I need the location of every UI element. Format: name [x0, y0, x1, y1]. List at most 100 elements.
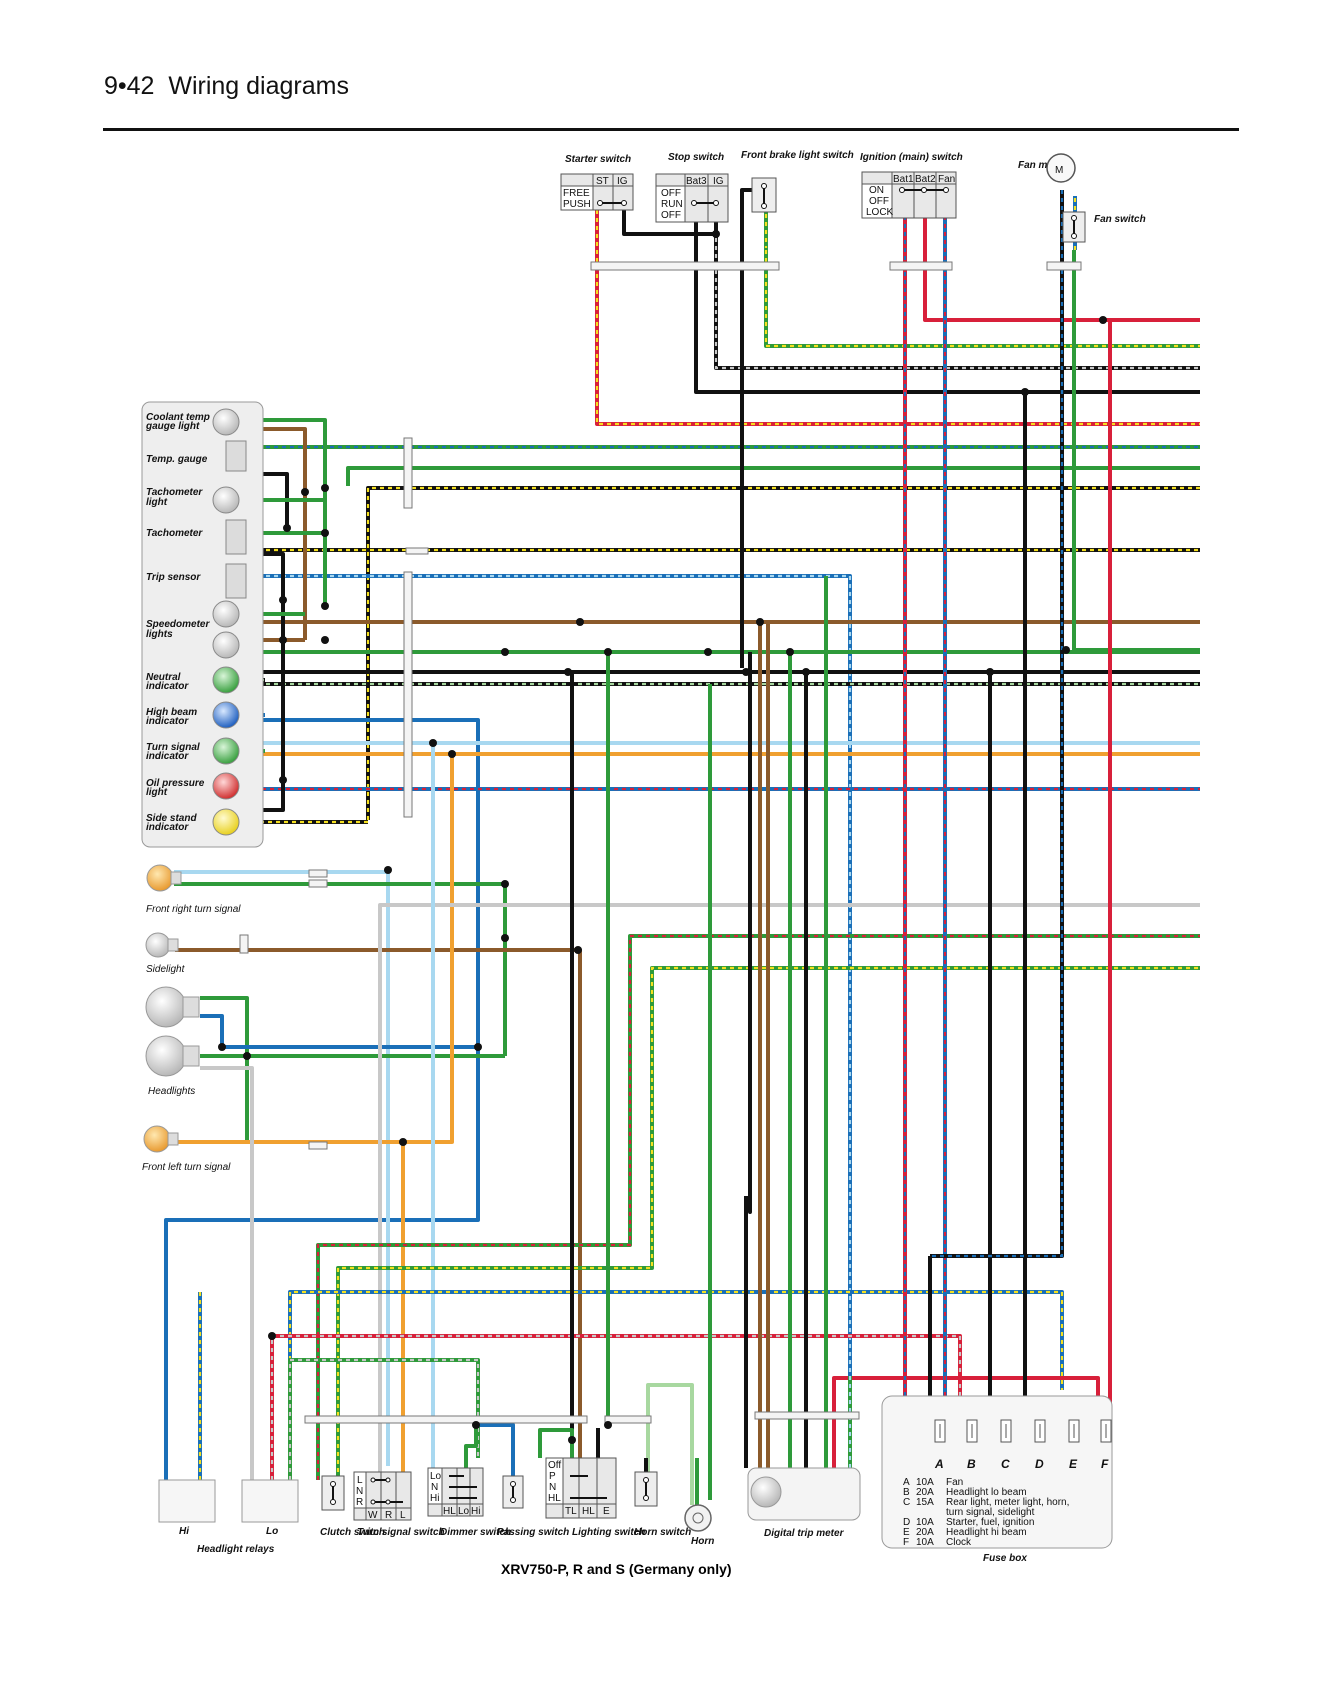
svg-text:Hi: Hi [430, 1493, 439, 1504]
fuse-letter: D [1035, 1457, 1044, 1471]
svg-text:Fan: Fan [938, 174, 955, 185]
instrument-label: Trip sensor [146, 572, 201, 583]
wire-tracer [595, 210, 1200, 426]
svg-text:OFF: OFF [869, 196, 889, 207]
wire-tracer [288, 1290, 1064, 1480]
fan-switch: Fan switch [1062, 211, 1146, 243]
svg-text:Clutch switch: Clutch switch [320, 1527, 385, 1538]
svg-text:Lo: Lo [430, 1471, 442, 1482]
svg-text:OFF: OFF [661, 210, 681, 221]
svg-text:Sidelight: Sidelight [146, 964, 186, 975]
svg-text:P: P [549, 1471, 556, 1482]
clutch-switch: Clutch switch [320, 1475, 385, 1538]
instrument-label: Neutral [146, 672, 181, 683]
wire [378, 903, 1200, 1480]
fan-motor: Fan motor M [1018, 153, 1076, 183]
svg-text:Dimmer switch: Dimmer switch [440, 1527, 511, 1538]
headlight-relays: Hi Lo Headlight relays [158, 1479, 299, 1555]
fuse-id: F [903, 1537, 909, 1548]
instrument-label: Speedometer [146, 619, 210, 630]
fuse-circuit: Starter, fuel, ignition [946, 1517, 1034, 1528]
svg-text:Passing switch: Passing switch [497, 1527, 569, 1538]
starter-switch: Starter switch ST IG FREE PUSH [560, 154, 634, 211]
svg-text:TL: TL [565, 1506, 577, 1517]
svg-text:Horn switch: Horn switch [634, 1527, 691, 1538]
svg-text:Digital trip meter: Digital trip meter [764, 1528, 845, 1539]
instrument-label: Coolant temp [146, 412, 210, 423]
fuse-rating: 15A [916, 1497, 934, 1508]
wire [200, 1014, 478, 1049]
svg-text:Ignition (main) switch: Ignition (main) switch [860, 152, 963, 163]
page-header: 9•42 Wiring diagrams [104, 72, 349, 101]
svg-text:Off: Off [548, 1460, 561, 1471]
wire [175, 948, 582, 1458]
wire-tracer [930, 190, 1064, 1258]
svg-text:Bat2: Bat2 [915, 174, 936, 185]
svg-text:M: M [1055, 165, 1063, 176]
fuse-letter: C [1001, 1457, 1010, 1471]
junction-dots [218, 214, 1107, 1444]
svg-text:Front left turn signal: Front left turn signal [142, 1162, 231, 1173]
wire-tracer [336, 966, 1200, 1480]
fuse-id: E [903, 1527, 910, 1538]
diagram-caption: XRV750-P, R and S (Germany only) [501, 1561, 732, 1577]
svg-text:Headlight relays: Headlight relays [197, 1544, 275, 1555]
instrument-label-line2: indicator [146, 681, 189, 692]
svg-text:W: W [368, 1510, 378, 1521]
svg-text:N: N [431, 1482, 438, 1493]
instrument-label: Tachometer [146, 528, 203, 539]
lighting-switch: Off P N HL TL HL E Lighting switch [545, 1457, 645, 1538]
fuse-circuit: Fan [946, 1477, 963, 1488]
wire [170, 754, 454, 1144]
front-right-turn-signal: Front right turn signal [146, 864, 241, 915]
svg-text:Front brake light switch: Front brake light switch [741, 150, 854, 161]
instrument-bulbs [212, 408, 247, 836]
wire [464, 1425, 478, 1480]
wire [694, 230, 1200, 394]
fuse-cells [934, 1419, 1112, 1443]
svg-text:Lo: Lo [266, 1526, 278, 1537]
svg-text:LOCK: LOCK [866, 207, 894, 218]
instrument-label-line2: light [146, 497, 168, 508]
svg-text:PUSH: PUSH [563, 199, 591, 210]
svg-text:Horn: Horn [691, 1536, 714, 1547]
svg-text:Fan switch: Fan switch [1094, 214, 1146, 225]
instrument-label-line2: indicator [146, 716, 189, 727]
fuse-rating: 10A [916, 1477, 934, 1488]
svg-text:Lighting switch: Lighting switch [572, 1527, 645, 1538]
svg-text:ON: ON [869, 185, 884, 196]
instrument-label-line2: gauge light [145, 421, 200, 432]
wire [622, 205, 718, 236]
fuse-circuit: Clock [946, 1537, 972, 1548]
wire [538, 1428, 574, 1458]
svg-text:Starter switch: Starter switch [565, 154, 631, 165]
fuse-rating: 10A [916, 1517, 934, 1528]
instrument-label-line2: indicator [146, 822, 189, 833]
svg-text:Headlights: Headlights [148, 1086, 195, 1097]
svg-text:N: N [549, 1482, 556, 1493]
svg-text:Bat3: Bat3 [686, 176, 707, 187]
fuse-letter: A [934, 1457, 944, 1471]
svg-text:RUN: RUN [661, 199, 683, 210]
svg-text:Hi: Hi [179, 1526, 189, 1537]
svg-text:OFF: OFF [661, 188, 681, 199]
digital-trip-meter: Digital trip meter [747, 1467, 861, 1539]
svg-text:Bat1: Bat1 [893, 174, 914, 185]
wire-tracer [288, 1358, 480, 1480]
svg-text:Front right turn signal: Front right turn signal [146, 904, 241, 915]
sidelight: Sidelight [145, 932, 186, 975]
instrument-label: Side stand [146, 813, 197, 824]
stop-switch: Stop switch Bat3 IG OFF RUN OFF [655, 152, 729, 223]
fuse-id: D [903, 1517, 910, 1528]
fuse-circuit: turn signal, sidelight [946, 1507, 1035, 1518]
fuse-circuit: Rear light, meter light, horn, [946, 1497, 1069, 1508]
wire [1072, 250, 1200, 652]
svg-text:IG: IG [617, 176, 628, 187]
fuse-circuit: Headlight lo beam [946, 1487, 1027, 1498]
wire [646, 1383, 694, 1505]
svg-text:Turn signal switch: Turn signal switch [357, 1527, 445, 1538]
svg-text:R: R [356, 1497, 363, 1508]
